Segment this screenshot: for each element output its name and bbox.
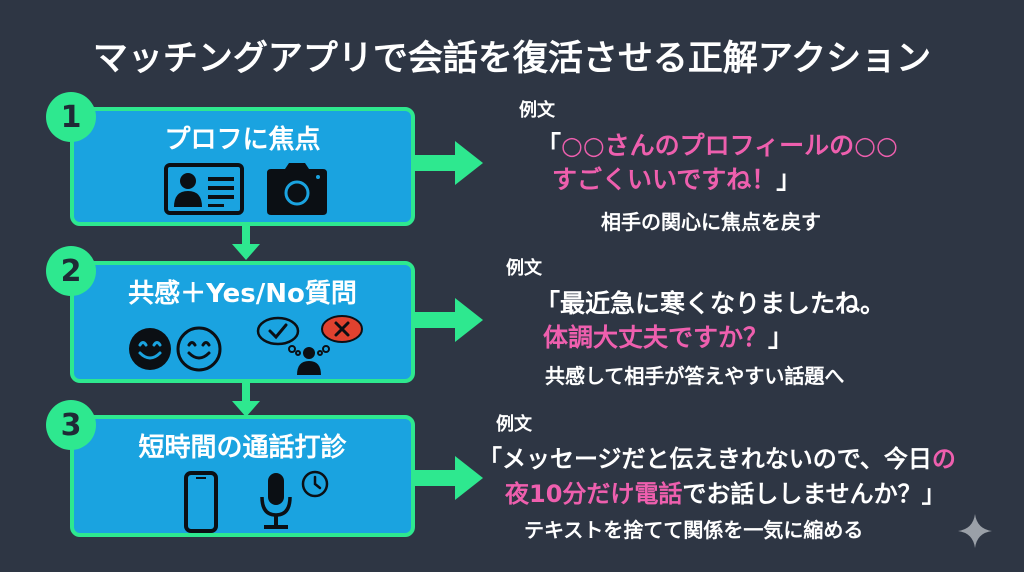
step-1-title: プロフに焦点 xyxy=(164,125,321,155)
smile-outline-icon xyxy=(176,326,222,372)
step-1-box: プロフに焦点 xyxy=(70,107,415,226)
camera-icon xyxy=(267,163,327,215)
arrow-down-icon xyxy=(232,383,260,417)
step-3-title: 短時間の通話打診 xyxy=(138,433,347,463)
sparkle-icon xyxy=(958,514,992,548)
step-2-example-line-2: 体調大丈夫ですか？」 xyxy=(543,323,794,352)
yes-no-thought-icon xyxy=(256,315,363,375)
step-3-number: 3 xyxy=(46,400,96,450)
step-3-example-line-1: 「メッセージだと伝えきれないので、今日の xyxy=(478,445,956,473)
step-2-example-label: 例文 xyxy=(506,258,542,279)
step-1-example-line-1: 「○○さんのプロフィールの○○ xyxy=(536,131,898,160)
arrow-down-icon xyxy=(232,226,260,260)
microphone-icon xyxy=(260,473,292,529)
step-2-note: 共感して相手が答えやすい話題へ xyxy=(545,364,845,388)
step-2-example-line-1: 「最近急に寒くなりましたね。 xyxy=(535,289,886,318)
step-1-number: 1 xyxy=(46,92,96,142)
page-title: マッチングアプリで会話を復活させる正解アクション xyxy=(92,39,932,79)
arrow-right-icon xyxy=(415,456,483,500)
step-1-example-label: 例文 xyxy=(519,100,555,121)
clock-icon xyxy=(301,470,329,498)
step-2-number: 2 xyxy=(46,246,96,296)
arrow-right-icon xyxy=(415,298,483,342)
step-3-note: テキストを捨てて関係を一気に縮める xyxy=(524,518,864,542)
step-2-title: 共感＋Yes/No質問 xyxy=(128,279,357,309)
smartphone-icon xyxy=(184,471,218,533)
id-card-icon xyxy=(164,163,244,215)
step-1-note: 相手の関心に焦点を戻す xyxy=(601,210,821,234)
arrow-right-icon xyxy=(415,141,483,185)
step-2-box: 共感＋Yes/No質問 xyxy=(70,261,415,383)
step-3-box: 短時間の通話打診 xyxy=(70,415,415,537)
step-1-example-line-2: すごくいいですね！」 xyxy=(552,165,802,194)
step-3-example-label: 例文 xyxy=(496,414,532,435)
smile-filled-icon xyxy=(129,328,171,370)
step-3-example-line-2: 夜10分だけ電話でお話ししませんか？」 xyxy=(505,480,946,508)
